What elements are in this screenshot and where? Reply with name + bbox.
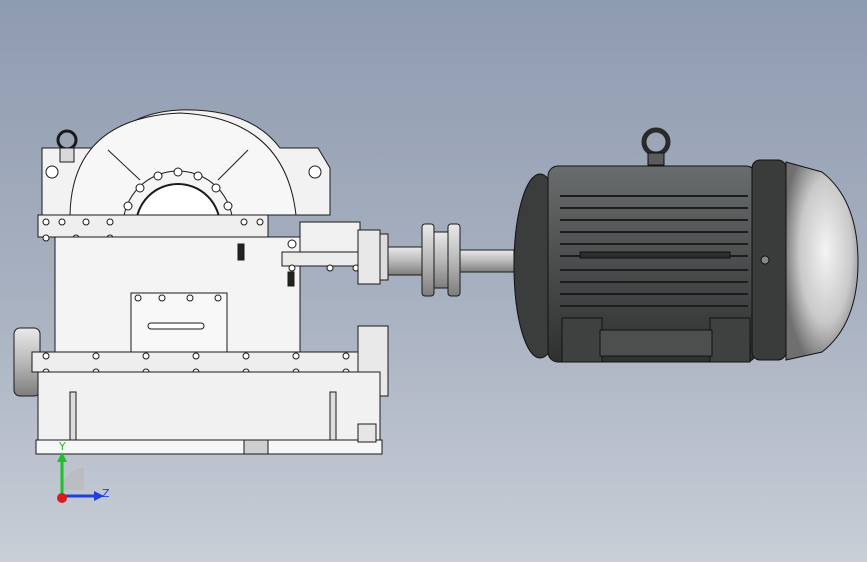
base-flange (31, 351, 383, 373)
motor-foot-left (561, 317, 603, 363)
fan-cover (785, 161, 859, 361)
coupling-hub (421, 223, 435, 297)
motor-shaft (459, 249, 515, 273)
gearbox[interactable] (13, 109, 389, 455)
x-axis-dot (57, 493, 67, 503)
base-frame (37, 371, 381, 441)
gearbox-dome (69, 112, 297, 216)
split-flange (37, 214, 269, 238)
coupling[interactable] (387, 223, 515, 297)
coupling-shaft-left (387, 246, 425, 276)
orientation-triad (57, 452, 104, 503)
electric-motor[interactable] (513, 127, 859, 363)
motor-foot-right (709, 317, 751, 363)
y-axis-label: Y (59, 440, 66, 453)
z-axis-label: Z (102, 487, 110, 500)
lifting-eye (56, 129, 78, 151)
motor-eye-bolt (641, 127, 671, 157)
